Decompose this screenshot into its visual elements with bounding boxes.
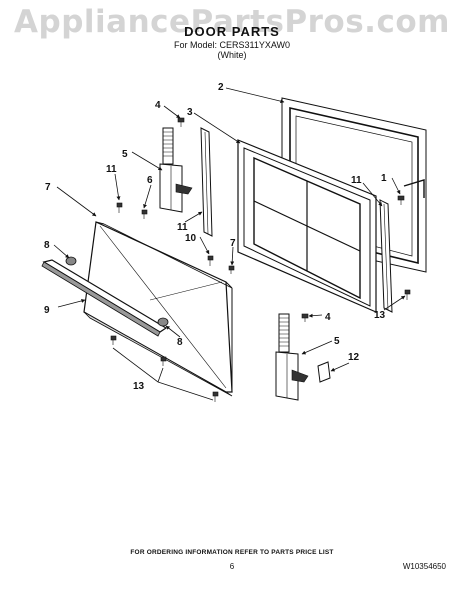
screw-13-c bbox=[212, 391, 219, 402]
callout-9: 9 bbox=[44, 305, 50, 316]
callout-labels: 1 2 3 4 5 5 4 6 7 7 8 8 9 10 11 11 11 12… bbox=[44, 82, 387, 392]
handle-end-cap-right bbox=[157, 317, 169, 327]
outer-door-panel bbox=[83, 221, 233, 397]
callout-2: 2 bbox=[218, 82, 224, 93]
page-title: DOOR PARTS bbox=[184, 24, 280, 39]
callout-5-upper: 5 bbox=[122, 149, 128, 160]
screws bbox=[110, 117, 411, 402]
hinge-lower bbox=[275, 313, 309, 401]
door-seal-right bbox=[379, 199, 393, 313]
callout-8-left: 8 bbox=[44, 240, 50, 251]
screw-7 bbox=[228, 265, 235, 274]
color-line: (White) bbox=[217, 50, 247, 60]
callout-7-right: 7 bbox=[230, 238, 236, 249]
hinge-upper bbox=[159, 127, 193, 213]
model-info: For Model: CERS311YXAW0 (White) bbox=[0, 40, 464, 60]
callout-3: 3 bbox=[187, 107, 193, 118]
page-number: 6 bbox=[229, 562, 235, 571]
screw-4-upper bbox=[177, 117, 185, 127]
callout-4-lower: 4 bbox=[325, 312, 331, 323]
handle-end-cap-left bbox=[65, 256, 77, 266]
screw-4-lower bbox=[301, 313, 309, 322]
door-seal-left bbox=[200, 127, 213, 237]
screw-6 bbox=[141, 209, 148, 219]
screw-13-b bbox=[160, 356, 167, 366]
callout-8-right: 8 bbox=[177, 337, 183, 348]
door-stop-clip bbox=[317, 361, 331, 383]
screw-13-a bbox=[110, 335, 117, 345]
callout-6: 6 bbox=[147, 175, 153, 186]
watermark: AppliancePartsPros.com bbox=[14, 4, 450, 40]
document-id: W10354650 bbox=[402, 562, 446, 571]
callout-4-upper: 4 bbox=[155, 100, 161, 111]
screw-1 bbox=[397, 195, 405, 205]
callout-13-left: 13 bbox=[133, 381, 145, 392]
door-window-frame bbox=[237, 139, 377, 313]
screw-10 bbox=[207, 255, 214, 266]
callout-12: 12 bbox=[348, 352, 360, 363]
screw-11-upper bbox=[116, 202, 123, 213]
callout-10: 10 bbox=[185, 233, 197, 244]
screw-13-right bbox=[404, 289, 411, 300]
leader-lines bbox=[53, 87, 406, 401]
callout-5-lower: 5 bbox=[334, 336, 340, 347]
callout-11-upper: 11 bbox=[106, 164, 117, 175]
callout-7-left: 7 bbox=[45, 182, 51, 193]
callout-1: 1 bbox=[381, 173, 387, 184]
callout-13-right: 13 bbox=[374, 310, 386, 321]
door-handle bbox=[41, 259, 168, 337]
callout-11-center: 11 bbox=[177, 222, 188, 233]
model-line: For Model: CERS311YXAW0 bbox=[173, 40, 291, 50]
callout-11-right: 11 bbox=[351, 175, 362, 186]
ordering-note: FOR ORDERING INFORMATION REFER TO PARTS … bbox=[130, 549, 334, 556]
